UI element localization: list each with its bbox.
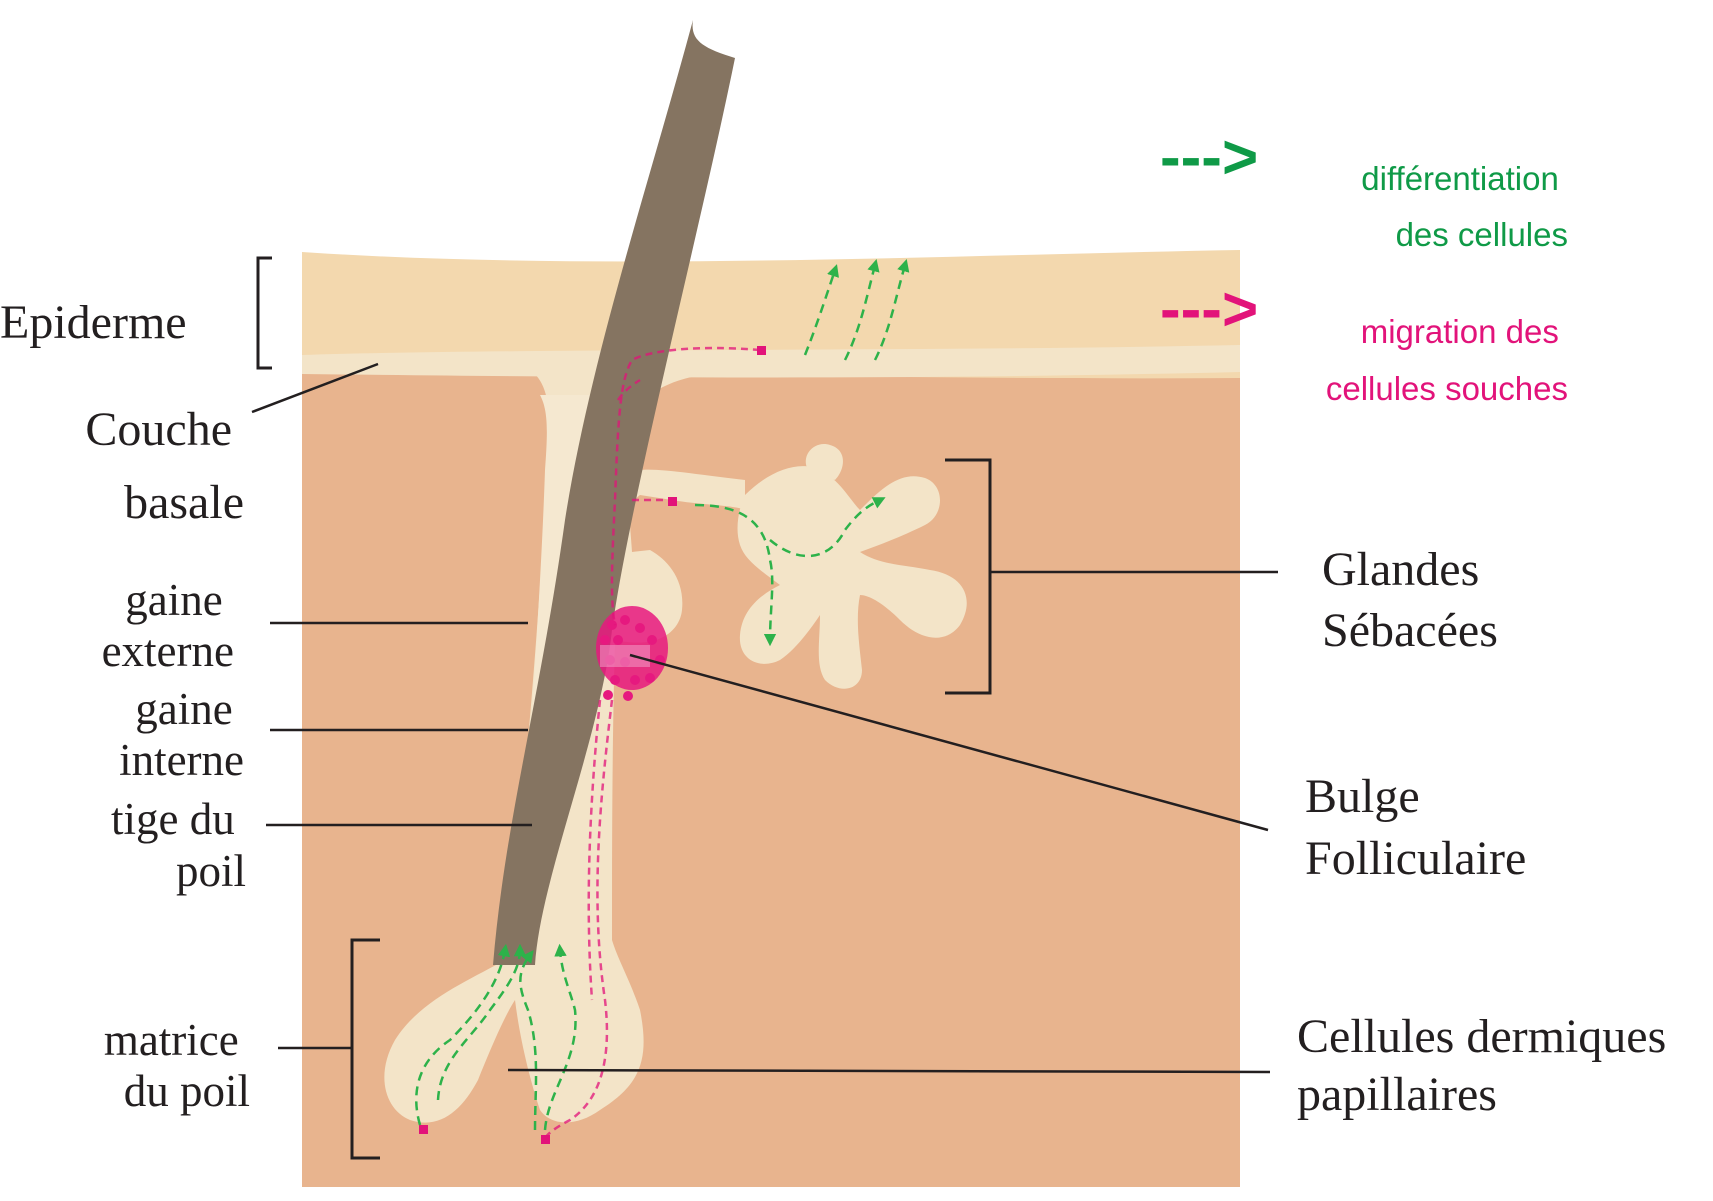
legend-migration-line-2: cellules souches <box>1326 370 1568 407</box>
legend-differentiation-text: différentiation des cellules <box>1361 160 1568 253</box>
epiderme-label: Epiderme <box>0 296 187 349</box>
matrice-du-poil-line-2: du poil <box>124 1066 250 1116</box>
tige-du-poil-line-2: poil <box>176 846 246 896</box>
glandes-sebacees-line-2: Sébacées <box>1322 604 1498 657</box>
legend-differentiation-line-2: des cellules <box>1396 216 1568 253</box>
differentiation-paths <box>415 258 910 1131</box>
couche-basale-line-2: basale <box>124 476 244 529</box>
gaine-externe-line-1: gaine <box>125 575 222 625</box>
cellules-dermiques-leader <box>507 1068 1271 1074</box>
gaine-externe-line-2: externe <box>102 626 234 676</box>
legend-migration-text: migration des cellules souches <box>1326 313 1568 407</box>
gland-top-lobe <box>805 444 844 480</box>
hair-shaft <box>493 20 735 965</box>
legend-differentiation-arrow: ---> <box>1160 123 1258 192</box>
matrice-du-poil-label: matrice du poil <box>104 1015 250 1116</box>
migration-markers <box>419 346 766 1144</box>
glandes-sebacees-line-1: Glandes <box>1322 543 1479 596</box>
legend-migration-arrow: ---> <box>1160 275 1258 344</box>
tige-du-poil-line-1: tige du <box>111 794 235 844</box>
glandes-bracket <box>945 458 992 695</box>
legend: ---> différentiation des cellules ---> m… <box>1160 123 1568 407</box>
bulge-folliculaire-line-2: Folliculaire <box>1305 832 1526 885</box>
sebaceous-gland <box>737 444 967 689</box>
cellules-dermiques-line-1: Cellules dermiques <box>1297 1010 1666 1063</box>
couche-basale-label: Couche basale <box>85 403 244 529</box>
matrice-du-poil-line-1: matrice <box>104 1015 239 1065</box>
legend-migration-line-1: migration des <box>1361 313 1559 350</box>
couche-basale-line-1: Couche <box>85 403 232 456</box>
epiderme-bracket <box>256 256 272 370</box>
legend-differentiation-line-1: différentiation <box>1361 160 1559 197</box>
gaine-interne-label: gaine interne <box>119 684 244 785</box>
cellules-dermiques-label: Cellules dermiques papillaires <box>1297 1010 1678 1121</box>
gland-body <box>737 466 967 689</box>
gaine-interne-line-2: interne <box>119 735 244 785</box>
migration-paths <box>543 346 761 1141</box>
leader-lines <box>251 362 1278 1074</box>
bulge-highlight <box>600 645 650 667</box>
cellules-dermiques-line-2: papillaires <box>1297 1068 1497 1121</box>
epidermis-region <box>302 250 1240 379</box>
bulge-leader <box>629 653 1269 832</box>
bulge-folliculaire-label: Bulge Folliculaire <box>1305 770 1526 885</box>
couche-basale-leader <box>251 362 379 414</box>
bulge-folliculaire-line-1: Bulge <box>1305 770 1420 823</box>
gaine-interne-line-1: gaine <box>135 684 232 734</box>
tige-du-poil-label: tige du poil <box>111 794 246 896</box>
gaine-externe-label: gaine externe <box>102 575 234 676</box>
glandes-sebacees-label: Glandes Sébacées <box>1322 543 1498 657</box>
